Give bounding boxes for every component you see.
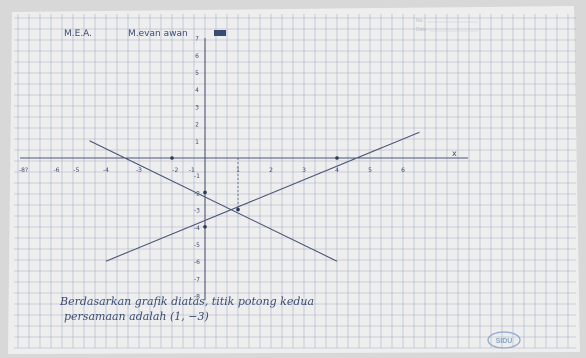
x-tick-label: -4 (103, 167, 109, 174)
x-tick-label: 5 (368, 167, 372, 174)
x-tick-label: -3 (136, 167, 142, 174)
graph-point (203, 225, 207, 229)
scribble-mark (214, 30, 226, 36)
y-tick-label: 7 (195, 36, 199, 43)
date-label: Date (416, 27, 427, 33)
graph-points (170, 156, 339, 229)
note-line-1: Berdasarkan grafik diatas, titik potong … (59, 295, 314, 308)
sidu-logo: SIDU (487, 331, 521, 349)
y-tick-label: 5 (195, 70, 199, 77)
x-tick-label: 2 (269, 167, 273, 174)
y-tick-label: -2 (194, 190, 200, 197)
y-tick-label: -4 (194, 225, 200, 232)
falling-line (89, 140, 338, 262)
y-tick-label: -5 (194, 242, 200, 249)
y-tick-label: 2 (195, 122, 199, 129)
y-tick-label: 1 (195, 139, 199, 146)
no-label: No. (416, 18, 424, 24)
student-name: M.evan awan (128, 29, 188, 39)
logo-text: SIDU (496, 338, 513, 345)
graph-point (335, 156, 339, 160)
x-tick-label: -6 (54, 167, 60, 174)
x-tick-label: -5 (73, 167, 79, 174)
x-tick-label: 4 (335, 167, 339, 174)
y-tick-labels: 7 6 5 4 3 2 1 -1 -2 -3 -4 -5 -6 -7 -8 (194, 36, 200, 301)
class-label: M.E.A. (64, 29, 92, 39)
x-tick-label: -8? (19, 167, 28, 174)
y-tick-label: -7 (194, 276, 200, 283)
y-tick-label: 3 (195, 104, 199, 111)
y-tick-label: -3 (194, 208, 200, 215)
x-tick-label: -2 (172, 167, 178, 174)
y-tick-label: -6 (194, 259, 200, 266)
x-tick-label: -1 (189, 167, 195, 174)
x-axis-arrow-label: x (452, 149, 457, 158)
x-tick-label: 6 (401, 167, 405, 174)
hand-drawn-graph: 7 6 5 4 3 2 1 -1 -2 -3 -4 -5 -6 -7 -8 -8? -6 -5 -4 -3 -2 -1 1… (19, 36, 468, 301)
graph-point (236, 207, 240, 212)
x-tick-label: 3 (302, 167, 306, 174)
grid-lines (14, 14, 576, 349)
y-tick-label: 4 (195, 87, 199, 94)
paper-sheet (8, 6, 580, 354)
rising-line (105, 131, 420, 262)
note-line-2: persamaan adalah (1, −3) (64, 310, 209, 323)
y-tick-label: -1 (194, 173, 200, 180)
graph-point (203, 190, 207, 195)
y-tick-label: -8 (194, 294, 200, 301)
graph-point (170, 156, 174, 160)
y-tick-label: 6 (195, 53, 199, 60)
graph-lines (89, 131, 420, 262)
